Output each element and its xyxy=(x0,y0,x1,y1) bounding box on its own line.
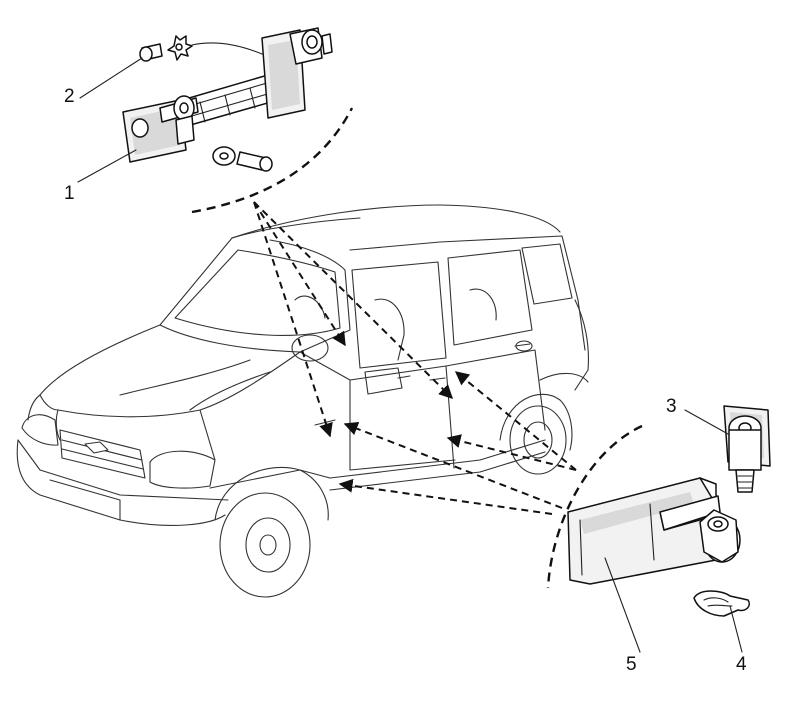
arrow-hinge-front-lower xyxy=(338,478,553,515)
callout-5: 5 xyxy=(626,654,637,675)
detail-boundary-arc-upper xyxy=(191,107,354,214)
leader-5 xyxy=(604,557,641,653)
arrow-upper-front-upper xyxy=(253,201,346,347)
arrow-upper-rear xyxy=(253,201,453,399)
arrow-upper-front-lower xyxy=(253,201,333,438)
callout-1: 1 xyxy=(64,183,75,204)
door-check-strap-assembly xyxy=(122,27,333,172)
leader-lines xyxy=(77,57,743,653)
leader-1 xyxy=(77,149,137,183)
leader-4 xyxy=(729,605,743,653)
callout-labels: 2 1 3 5 4 xyxy=(64,86,747,675)
arrow-hinge-rear-lower xyxy=(446,434,577,471)
location-arrows xyxy=(253,201,577,515)
leader-3 xyxy=(684,409,729,435)
suv-vehicle xyxy=(16,204,589,598)
door-hinge-assembly xyxy=(567,405,771,617)
callout-4: 4 xyxy=(736,654,747,675)
detail-boundary-arc-lower xyxy=(546,424,643,589)
leader-2 xyxy=(79,57,143,99)
arrow-hinge-front-upper xyxy=(343,422,563,509)
arrow-hinge-rear-upper xyxy=(454,371,577,471)
callout-2: 2 xyxy=(64,86,75,107)
callout-3: 3 xyxy=(666,396,677,417)
